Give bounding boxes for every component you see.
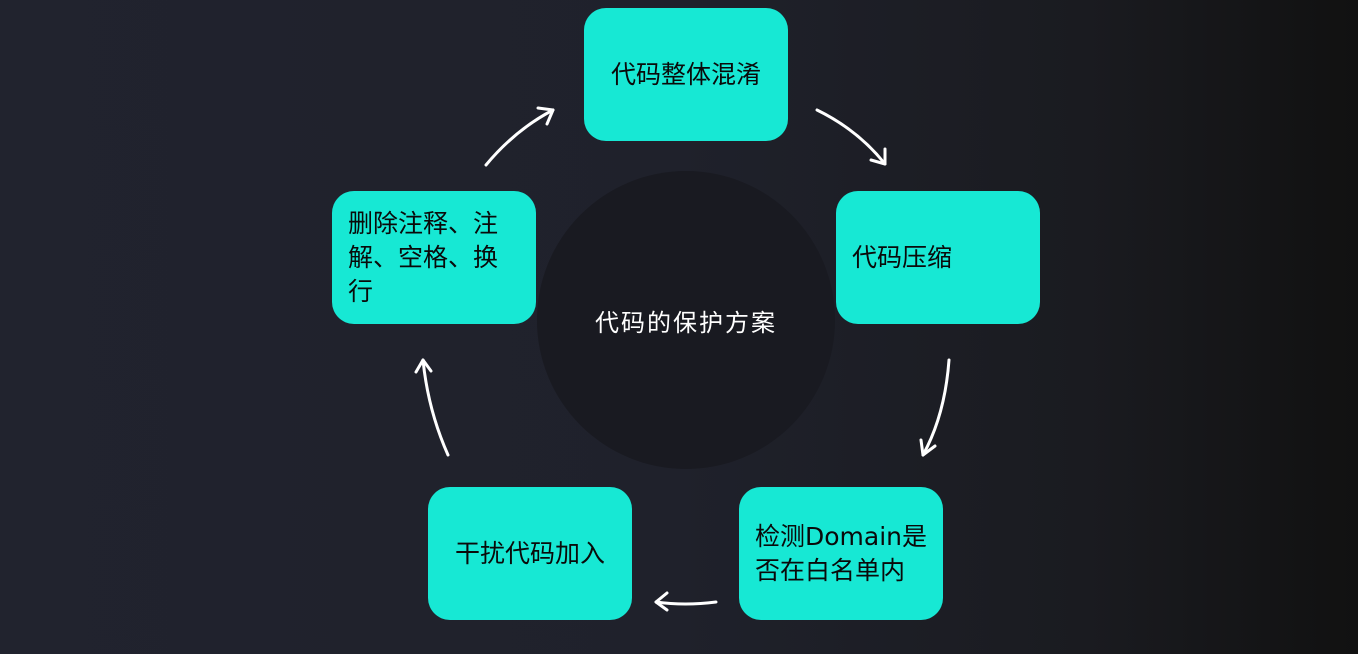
step-label: 代码整体混淆 [610,59,761,89]
step-remove-comments: 删除注释、注解、空格、换行 [332,191,536,324]
arrow-icon [919,358,951,457]
step-interference: 干扰代码加入 [428,487,632,620]
step-label: 代码压缩 [852,242,953,272]
step-label: 删除注释、注解、空格、换行 [348,208,499,306]
center-circle: 代码的保护方案 [537,171,835,469]
step-label: 检测Domain是否在白名单内 [755,521,928,585]
center-label: 代码的保护方案 [595,308,777,337]
arrow-icon [414,358,450,457]
arrow-icon [654,591,718,612]
step-compress: 代码压缩 [836,191,1040,324]
arrow-icon [815,108,887,166]
step-obfuscate: 代码整体混淆 [584,8,788,141]
arrow-icon [484,106,555,167]
step-domain-check: 检测Domain是否在白名单内 [739,487,943,620]
step-label: 干扰代码加入 [454,538,605,568]
